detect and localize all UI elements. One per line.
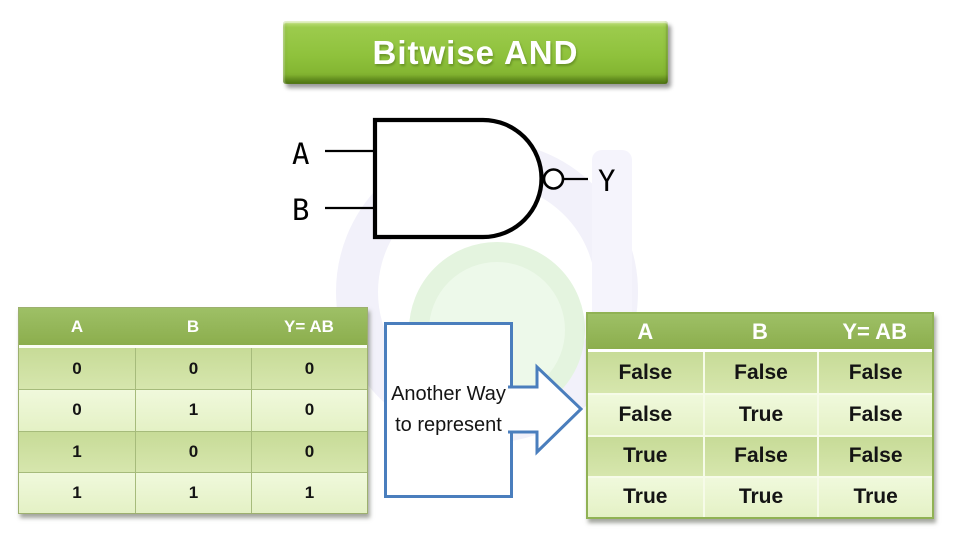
table-cell: True bbox=[817, 475, 932, 517]
table-header-cell: Y= AB bbox=[817, 314, 932, 352]
page-title: Bitwise AND bbox=[372, 33, 579, 71]
gate-body bbox=[372, 117, 544, 240]
gate-output-label: Y bbox=[598, 164, 615, 198]
table-header-cell: B bbox=[702, 314, 818, 352]
title-banner: Bitwise AND bbox=[283, 21, 668, 84]
table-cell: False bbox=[817, 393, 932, 435]
table-cell: 0 bbox=[19, 389, 135, 431]
table-cell: True bbox=[588, 434, 703, 476]
table-cell: 1 bbox=[251, 471, 367, 513]
gate-input-b-label: B bbox=[292, 193, 309, 227]
table-cell: False bbox=[817, 434, 932, 476]
table-cell: 1 bbox=[135, 389, 251, 431]
table-header-cell: Y= AB bbox=[251, 308, 367, 348]
table-cell: False bbox=[702, 352, 818, 394]
table-cell: True bbox=[588, 475, 703, 517]
table-cell: 0 bbox=[251, 348, 367, 390]
table-cell: 0 bbox=[135, 348, 251, 390]
table-cell: False bbox=[588, 352, 703, 394]
table-cell: 1 bbox=[19, 471, 135, 513]
table-cell: False bbox=[588, 393, 703, 435]
table-cell: 0 bbox=[251, 430, 367, 472]
table-cell: False bbox=[702, 434, 818, 476]
callout-box: Another Way to represent bbox=[384, 322, 513, 498]
table-cell: False bbox=[817, 352, 932, 394]
table-cell: 0 bbox=[135, 430, 251, 472]
table-header-cell: A bbox=[588, 314, 703, 352]
boolean-truth-table: A B Y= AB False False False False True F… bbox=[586, 312, 934, 519]
block-arrow-right-icon bbox=[508, 363, 584, 456]
gate-input-a-label: A bbox=[292, 137, 309, 171]
gate-inversion-bubble bbox=[542, 168, 565, 190]
table-cell: 1 bbox=[135, 471, 251, 513]
table-cell: 0 bbox=[19, 348, 135, 390]
table-cell: True bbox=[702, 475, 818, 517]
and-gate-diagram: A B Y bbox=[292, 117, 615, 240]
table-cell: 1 bbox=[19, 430, 135, 472]
binary-truth-table: A B Y= AB 0 0 0 0 1 0 1 0 0 1 1 1 bbox=[18, 307, 368, 514]
table-header-cell: B bbox=[135, 308, 251, 348]
table-header-cell: A bbox=[19, 308, 135, 348]
table-cell: True bbox=[702, 393, 818, 435]
table-cell: 0 bbox=[251, 389, 367, 431]
callout-text: Another Way to represent bbox=[391, 383, 506, 436]
